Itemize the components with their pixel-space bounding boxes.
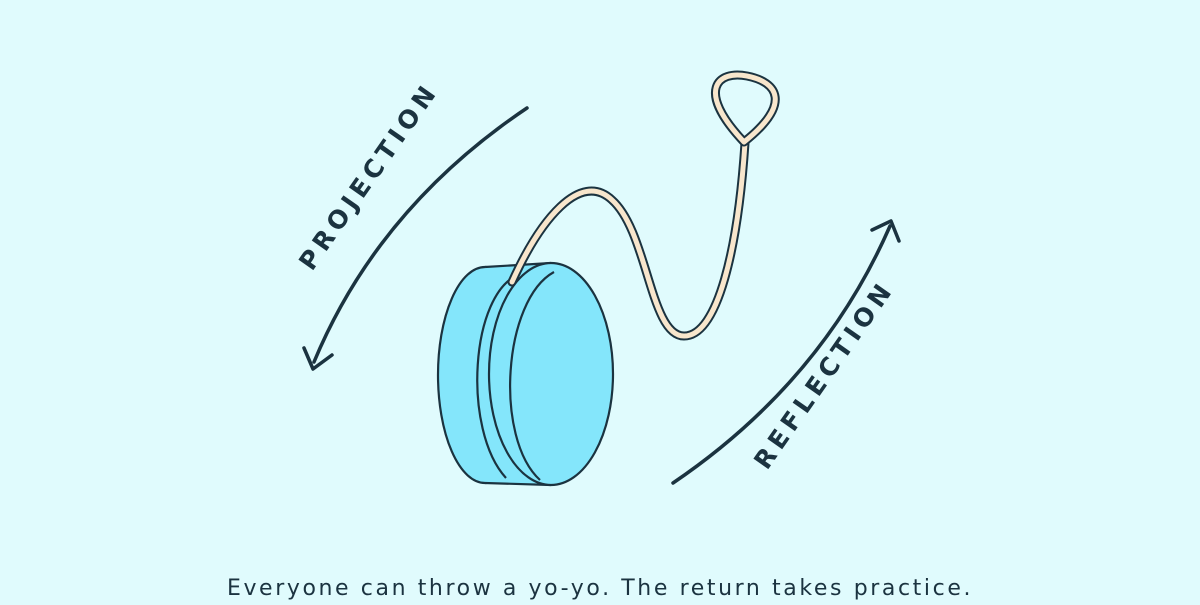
yoyo-string-icon: [507, 70, 780, 341]
yoyo-icon: [436, 261, 615, 487]
reflection-label: REFLECTION: [748, 275, 900, 475]
reflection-arrow-icon: [671, 219, 901, 485]
caption: Everyone can throw a yo-yo. The return t…: [226, 576, 974, 601]
projection-label: PROJECTION: [293, 77, 444, 276]
projection-arrow-icon: [302, 106, 529, 371]
